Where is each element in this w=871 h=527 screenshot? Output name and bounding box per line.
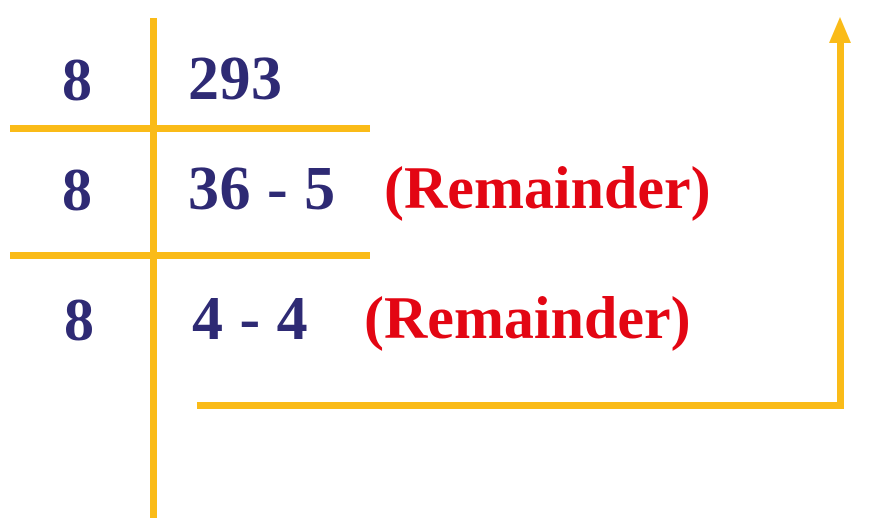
ladder-vertical-divider	[150, 18, 157, 518]
read-upward-arrow-head	[829, 17, 851, 43]
ladder-bottom-rule	[197, 402, 844, 409]
row-3-remainder-label: (Remainder)	[364, 285, 691, 351]
read-upward-arrow-shaft	[837, 40, 844, 406]
row-2-quotient: 36 - 5	[188, 155, 336, 223]
row-2-remainder-label: (Remainder)	[384, 155, 711, 221]
row-3-quotient: 4 - 4	[192, 285, 309, 353]
ladder-row-rule-1	[10, 125, 370, 132]
ladder-row-rule-2	[10, 252, 370, 259]
row-2-divisor: 8	[62, 157, 93, 223]
row-1-divisor: 8	[62, 47, 93, 113]
row-3-divisor: 8	[64, 287, 95, 353]
row-1-dividend: 293	[188, 45, 283, 113]
